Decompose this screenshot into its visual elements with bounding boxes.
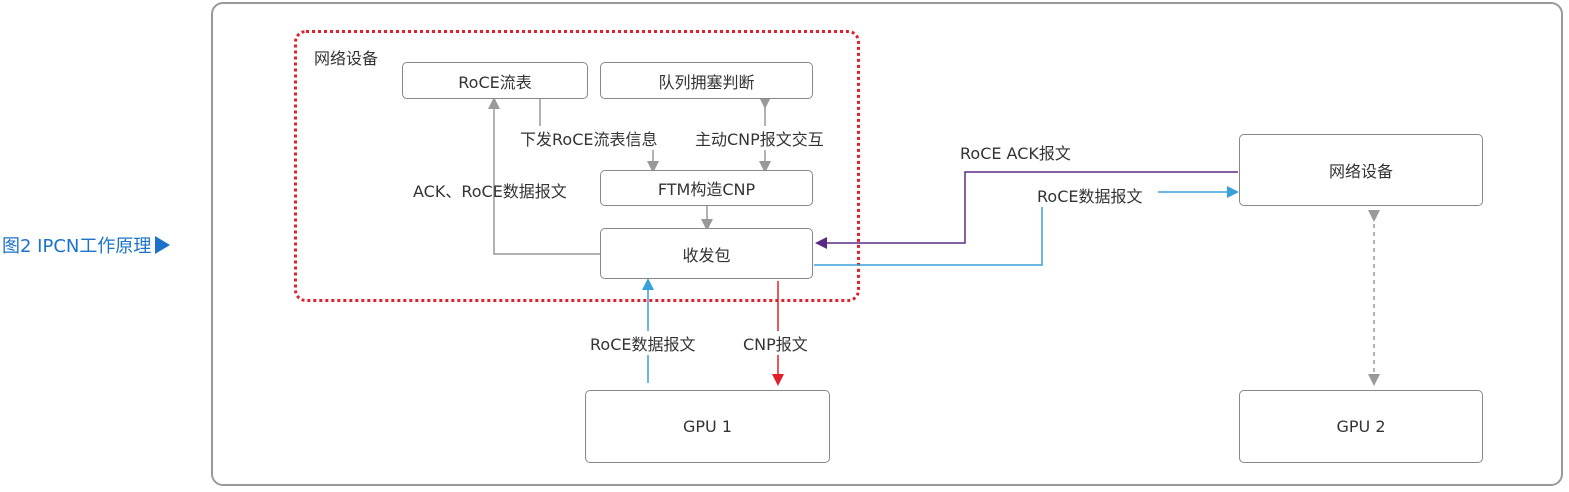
queue-congestion-box: 队列拥塞判断 [600,62,813,99]
edge-roce-ack [815,171,1238,249]
outer-frame [211,2,1563,486]
ftm-cnp-box: FTM构造CNP [600,170,813,206]
group-title: 网络设备 [314,49,379,68]
network-device-right-box: 网络设备 [1239,134,1483,206]
network-device-group [294,30,860,302]
play-arrow-icon [155,236,171,254]
roce-flow-table-box: RoCE流表 [402,62,588,99]
label-roce-ack: RoCE ACK报文 [960,144,1071,163]
edge-sendrecv-to-flow [488,97,600,255]
label-issue-flow-info: 下发RoCE流表信息 [520,126,658,150]
label-ack-roce-data: ACK、RoCE数据报文 [413,182,567,201]
figure-caption: 图2 IPCN工作原理 [2,232,171,258]
caption-text: 图2 IPCN工作原理 [2,236,152,257]
label-roce-data-up: RoCE数据报文 [590,331,696,355]
gpu1-box: GPU 1 [585,390,830,463]
label-active-cnp: 主动CNP报文交互 [695,126,824,150]
label-roce-data-right: RoCE数据报文 [1037,183,1143,207]
edge-roce-data-right [814,205,1043,266]
label-cnp-down: CNP报文 [743,331,808,355]
gpu2-box: GPU 2 [1239,390,1483,463]
send-recv-box: 收发包 [600,228,813,279]
